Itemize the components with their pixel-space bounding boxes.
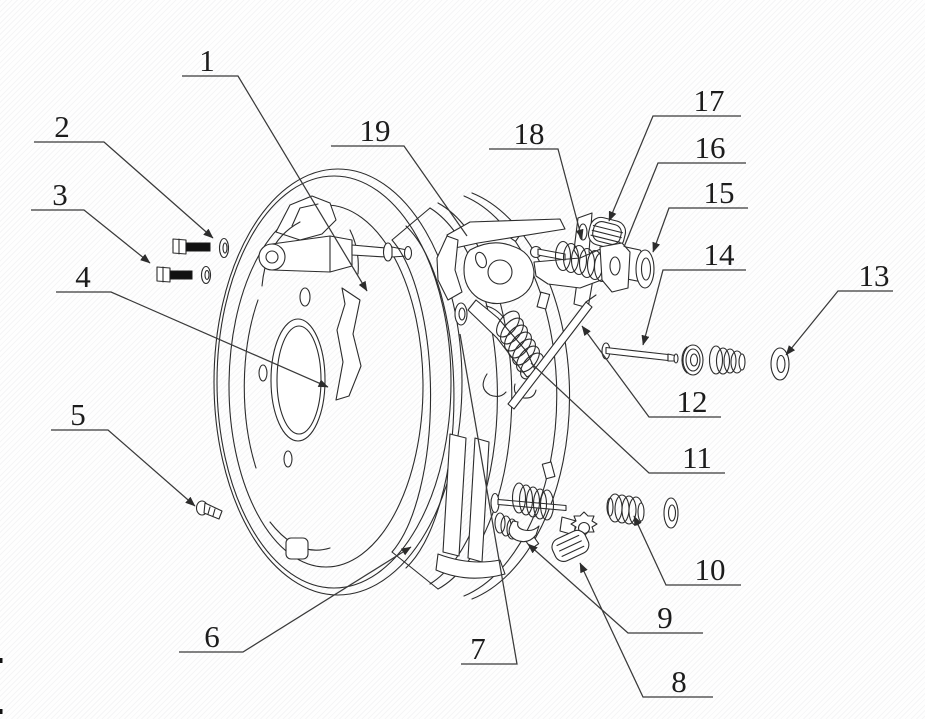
callout-number-1: 1 <box>199 43 215 78</box>
adjuster-plug-cap <box>587 216 627 250</box>
shoe-return-spring <box>482 305 544 399</box>
callout-leader-7 <box>459 333 518 665</box>
scan-artifact <box>0 709 3 714</box>
callout-leader-16 <box>623 162 746 248</box>
callout-leader-3 <box>31 209 151 264</box>
plate-hole <box>299 287 311 307</box>
callout-number-4: 4 <box>75 259 91 294</box>
callout-number-16: 16 <box>695 130 726 165</box>
callout-number-12: 12 <box>677 384 708 419</box>
wheel-cylinder <box>258 235 413 273</box>
parking-lever-bracket <box>436 212 653 378</box>
mounting-bolts <box>156 237 230 285</box>
shoe-web-tab <box>536 291 551 310</box>
bolt-shaft <box>169 270 193 280</box>
spring-hook <box>513 383 537 399</box>
callout-number-15: 15 <box>704 175 735 210</box>
spring-seat-bracket <box>599 242 631 293</box>
callout-leader-13 <box>785 290 893 356</box>
callout-number-11: 11 <box>682 440 712 475</box>
washer-15 <box>635 249 655 289</box>
callout-leader-8 <box>579 562 713 698</box>
callout-leader-15 <box>652 207 748 253</box>
coil-spring-small <box>708 345 746 375</box>
adjuster-washer <box>663 497 679 529</box>
grooved-washer <box>681 344 704 376</box>
adjuster-assembly <box>490 482 679 562</box>
callout-leader-11 <box>530 362 725 474</box>
callout-number-10: 10 <box>695 552 726 587</box>
callout-number-5: 5 <box>70 397 86 432</box>
callout-leader-9 <box>527 543 703 634</box>
callout-number-18: 18 <box>514 116 545 151</box>
callout-number-8: 8 <box>671 664 687 699</box>
callout-leader-17 <box>608 115 741 222</box>
clevis-pin <box>601 342 679 364</box>
spring-hook <box>482 373 507 398</box>
callout-leader-10 <box>633 515 741 586</box>
callout-number-19: 19 <box>360 113 391 148</box>
callout-leader-4 <box>56 291 329 388</box>
callout-number-3: 3 <box>52 177 68 212</box>
callout-leader-19 <box>331 145 468 237</box>
anchor-bracket <box>275 195 337 241</box>
lever-return-spring <box>529 240 611 283</box>
scan-artifact <box>0 658 3 663</box>
callout-leader-1 <box>182 75 368 292</box>
plate-hole <box>258 364 268 382</box>
bolt-shaft <box>185 242 211 252</box>
callout-number-7: 7 <box>470 631 486 666</box>
callout-leader-14 <box>641 269 746 346</box>
backing-plate <box>213 168 463 596</box>
callout-number-17: 17 <box>694 83 725 118</box>
washer-13 <box>770 347 790 381</box>
pushrod <box>351 244 387 258</box>
anchor-web <box>335 287 362 401</box>
callout-leader-18 <box>489 148 584 240</box>
plate-hole <box>283 450 293 468</box>
callout-leader-6 <box>179 546 412 653</box>
callout-leader-12 <box>581 325 721 418</box>
callout-number-6: 6 <box>204 619 220 654</box>
callout-number-13: 13 <box>859 258 890 293</box>
plate-hole <box>285 537 309 560</box>
parking-strut <box>507 294 597 410</box>
pin-washer <box>454 302 468 326</box>
callout-number-2: 2 <box>54 109 70 144</box>
adjuster-hook <box>508 520 540 543</box>
callout-number-9: 9 <box>657 600 673 635</box>
callout-leader-2 <box>34 141 214 239</box>
plate-clip <box>195 500 223 520</box>
shoe-web-tab <box>541 461 556 480</box>
callout-leader-5 <box>51 429 196 507</box>
callout-number-14: 14 <box>704 237 736 272</box>
